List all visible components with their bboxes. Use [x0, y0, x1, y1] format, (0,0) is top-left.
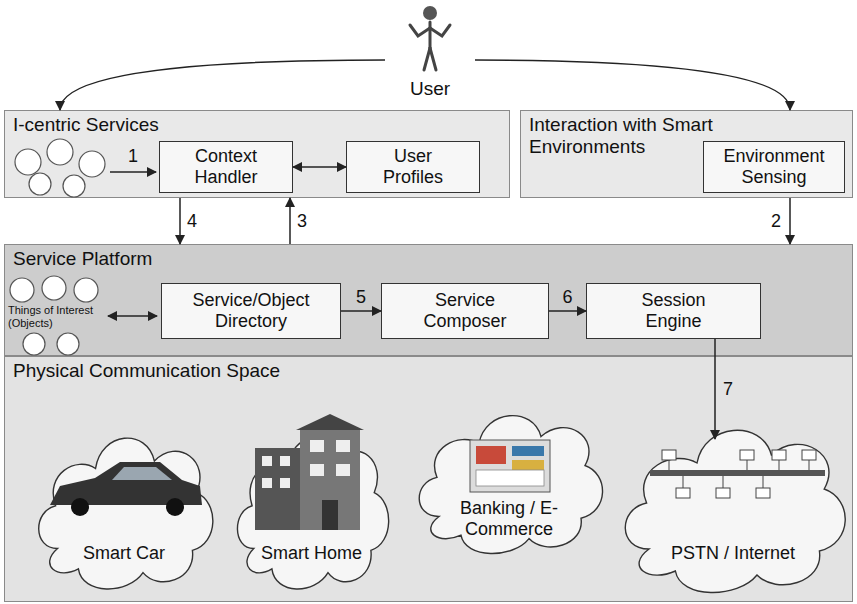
domain-cloud: Smart Home [229, 409, 394, 595]
flow-arrow [60, 60, 385, 110]
node-label: Session Engine [619, 290, 729, 331]
step-number: 4 [187, 211, 197, 232]
step-number: 3 [297, 211, 307, 232]
node-label: User [410, 78, 450, 100]
node-label: Banking / E-Commerce [453, 498, 565, 539]
user-figure [410, 6, 450, 70]
panel-title: Physical Communication Space [13, 360, 280, 382]
node-label: Environment Sensing [713, 146, 835, 187]
cloud-outline [29, 409, 219, 595]
step-number: 7 [723, 379, 733, 400]
layer-panel: Service PlatformService/Object Directory… [4, 244, 853, 356]
component-box: Context Handler [159, 141, 293, 193]
step-number: 1 [128, 146, 138, 167]
component-box: Session Engine [586, 283, 761, 339]
layer-panel: I-centric ServicesContext Handler User Pr… [4, 110, 510, 198]
step-number: 5 [356, 287, 366, 308]
node-label: User Profiles [368, 146, 458, 187]
component-box: Service Composer [381, 283, 549, 339]
flow-arrow [179, 198, 181, 244]
domain-cloud: PSTN / Internet [613, 399, 853, 599]
panel-title: Interaction with Smart Environments [529, 114, 729, 158]
component-box: Environment Sensing [703, 141, 845, 193]
step-number: 6 [562, 287, 572, 308]
step-number: 2 [771, 211, 781, 232]
flow-arrow [475, 60, 790, 110]
layer-panel: Interaction with Smart EnvironmentsEnvir… [520, 110, 853, 198]
panel-title: I-centric Services [13, 114, 159, 136]
objects-note: Things of Interest (Objects) [8, 304, 108, 329]
component-box: User Profiles [346, 141, 480, 193]
node-label: Service Composer [400, 290, 530, 331]
flow-arrow [789, 198, 791, 244]
domain-cloud: Smart Car [29, 409, 219, 595]
user-node: User [385, 2, 475, 102]
flow-arrow [289, 198, 291, 244]
node-label: Service/Object Directory [181, 290, 321, 331]
node-label: Smart Home [247, 543, 377, 564]
node-label: Context Handler [176, 146, 276, 187]
node-label: PSTN / Internet [648, 543, 818, 564]
cloud-outline [229, 409, 394, 595]
node-label: Smart Car [49, 543, 199, 564]
cloud-outline [613, 399, 853, 599]
domain-cloud: Banking / E-Commerce [409, 389, 609, 559]
panel-title: Service Platform [13, 248, 152, 270]
component-box: Service/Object Directory [161, 283, 341, 339]
